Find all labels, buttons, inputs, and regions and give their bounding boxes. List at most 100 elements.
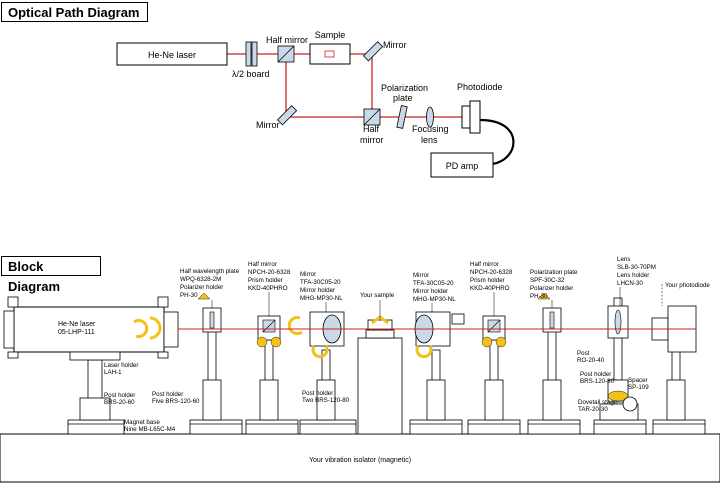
post-line-2: RO-20-40 (577, 357, 605, 364)
mirror-1-line-1: Mirror (300, 271, 316, 278)
half-mirror-top-label: Half mirror (266, 35, 308, 45)
polarization-plate-optical-label: Polarization plate (381, 83, 431, 103)
vibration-isolator: Your vibration isolator (magnetic) (0, 433, 720, 483)
lambda-half-plate: λ/2 board (232, 41, 270, 79)
half-mirror-2-line-4: KKD-40PHRO (470, 285, 510, 292)
sample-box: Sample (309, 30, 351, 65)
mirror-1-label: Mirror TFA-30C05-20 Mirror holder MHG-MP… (300, 271, 343, 302)
laser-label-line-2: 05-LHP-111 (58, 329, 95, 336)
mirror-right-label: Mirror (383, 40, 407, 50)
post-holder-five-label: Post holder Five BRS-120-60 (152, 391, 200, 405)
laser-knob-right (149, 316, 162, 340)
half-mirror-bottom-label: Half mirror (360, 124, 384, 145)
post-holder-laser-line-2: BRS-20-60 (104, 399, 135, 406)
mirror-2-line-3: Mirror holder (413, 288, 448, 295)
halfwave-line-4: PH-30 (180, 292, 198, 299)
post-holder-five-line-1: Post holder (152, 391, 183, 398)
optical-path-diagram: He-Ne laser λ/2 board Half mirror Sample… (116, 30, 515, 178)
polarization-plate-block-label: Polarization plate SPF-30C-32 Polarizer … (530, 269, 579, 300)
mirror-2-line-2: TFA-30C05-20 (413, 280, 454, 287)
lens-label: Lens SLB-30-70PM Lens holder LHCN-30 (617, 256, 658, 287)
polarization-plate-optical: Polarization plate (381, 83, 431, 129)
laser-label: He-Ne laser 05-LHP-111 (58, 321, 97, 336)
halfwave-line-2: WPQ-6328-2M (180, 276, 221, 283)
pd-cable (479, 118, 515, 166)
focusing-lens-line-1: Focusing (412, 124, 449, 134)
focusing-lens-line-2: lens (421, 135, 438, 145)
block-diagram: Your vibration isolator (magnetic) (0, 256, 720, 483)
he-ne-laser-body: He-Ne laser 05-LHP-111 (3, 296, 179, 361)
photodiode-optical: Photodiode (457, 82, 503, 134)
polarization-block-line-1: Polarization plate (530, 269, 578, 276)
post-holder-laser-line-1: Post holder (104, 392, 135, 399)
polarization-block-line-4: PH-30 (530, 293, 548, 300)
halfwave-line-3: Polarizer holder (180, 284, 223, 291)
half-mirror-top: Half mirror (266, 35, 308, 63)
mirror-left-label: Mirror (256, 120, 280, 130)
magnet-bases (67, 419, 706, 435)
polarization-plate-line-1: Polarization (381, 83, 428, 93)
half-mirror-1-line-2: NPCH-20-6328 (248, 269, 291, 276)
polarization-block-line-3: Polarizer holder (530, 285, 573, 292)
lens-line-4: LHCN-30 (617, 280, 643, 287)
sample-label: Sample (315, 30, 346, 40)
sample-mount (367, 315, 393, 331)
spacer-line-1: Spacer (628, 377, 648, 384)
half-mirror-bottom: Half mirror (360, 108, 384, 145)
half-mirror-1-label: Half mirror NPCH-20-6328 Prism holder KK… (248, 261, 292, 292)
mirror-2-line-4: MHG-MP30-NL (413, 296, 456, 303)
polarization-block-line-2: SPF-30C-32 (530, 277, 565, 284)
he-ne-laser-box: He-Ne laser (116, 42, 228, 66)
half-mirror-bottom-line-2: mirror (360, 135, 384, 145)
half-mirror-2-mount (481, 315, 507, 348)
half-mirror-bottom-line-1: Half (363, 124, 380, 134)
focusing-lens-optical: Focusing lens (412, 106, 451, 145)
spacer-line-2: SP-109 (628, 384, 649, 391)
half-mirror-2-line-1: Half mirror (470, 261, 499, 268)
leader-lines (211, 284, 663, 318)
post-holder-two-label: Post holder Two BRS-120-80 (302, 390, 350, 404)
focusing-lens-label: Focusing lens (412, 124, 451, 145)
post-holder-right-line-2: BRS-120-80 (580, 378, 615, 385)
half-mirror-2-line-2: NPCH-20-6328 (470, 269, 513, 276)
mirror-2-label: Mirror TFA-30C05-20 Mirror holder MHG-MP… (413, 272, 456, 303)
magnet-base-line-1: Magnet base (124, 419, 160, 426)
mirror-right: Mirror (362, 40, 407, 62)
magnet-base-line-2: Nine MB-L65C-M4 (124, 426, 176, 433)
lambda-board-label: λ/2 board (232, 69, 270, 79)
half-mirror-1-line-3: Prism holder (248, 277, 283, 284)
block-diagram-title: Block Diagram (1, 256, 101, 294)
dovetail-label: Dovetail stage TAR-20-30 (578, 399, 619, 413)
dovetail-line-2: TAR-20-30 (578, 406, 608, 413)
halfwave-plate-mount (197, 292, 222, 333)
dovetail-line-1: Dovetail stage (578, 399, 618, 406)
half-mirror-1-line-1: Half mirror (248, 261, 277, 268)
polarization-plate-line-2: plate (393, 93, 413, 103)
your-sample-label: Your sample (360, 292, 395, 299)
half-mirror-2-label: Half mirror NPCH-20-6328 Prism holder KK… (470, 261, 514, 292)
halfwave-line-1: Half wavelength plate (180, 268, 240, 275)
post-holder-five-line-2: Five BRS-120-60 (152, 398, 200, 405)
post-holder-two-line-2: Two BRS-120-80 (302, 397, 350, 404)
post-label: Post RO-20-40 (577, 350, 605, 364)
spacer-label: Spacer SP-109 (628, 377, 649, 391)
laser-holder-label: Laser holder LAH-1 (104, 362, 140, 376)
pd-amp-label: PD amp (446, 161, 479, 171)
mirror-1-line-3: Mirror holder (300, 287, 335, 294)
halfwave-label: Half wavelength plate WPQ-6328-2M Polari… (180, 268, 241, 299)
mirror-2-line-1: Mirror (413, 272, 429, 279)
pd-amp-box: PD amp (430, 152, 494, 178)
mirror-1-mount (287, 311, 345, 359)
post-holder-right-label: Post holder BRS-120-80 (580, 371, 615, 385)
mirror-1-line-2: TFA-30C05-20 (300, 279, 341, 286)
magnet-base-label: Magnet base Nine MB-L65C-M4 (124, 419, 176, 433)
your-photodiode-label: Your photodiode (665, 282, 710, 289)
lens-mount (607, 305, 638, 412)
post-holder-right-line-1: Post holder (580, 371, 611, 378)
polarization-plate-mount (537, 292, 562, 333)
isolator-label: Your vibration isolator (magnetic) (309, 457, 411, 464)
laser-label-line-1: He-Ne laser (58, 321, 96, 328)
laser-knob-left (133, 318, 149, 338)
lens-line-3: Lens holder (617, 272, 649, 279)
laser-holder-line-1: Laser holder (104, 362, 138, 369)
